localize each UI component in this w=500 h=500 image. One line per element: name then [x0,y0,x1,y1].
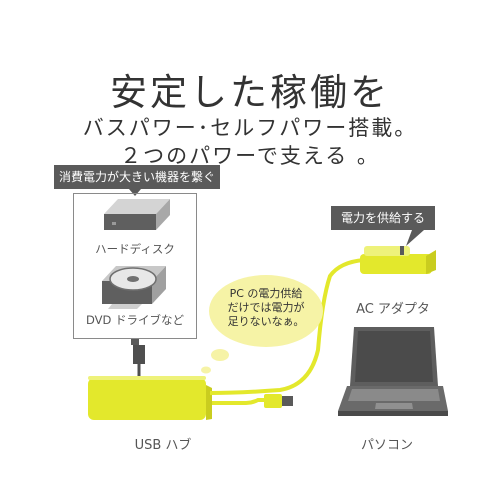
device-box [73,193,197,339]
thought-bubble-line-1: PC の電力供給 [229,287,303,300]
callout-devices-pointer [129,189,141,196]
thought-bubble-text: PC の電力供給 だけでは電力が 足りないなぁ。 [214,287,318,329]
device-cable [131,339,145,380]
usb-hub-icon [88,376,212,420]
headline: 安定した稼働を [110,71,390,114]
subheadline-line-1: バスパワー･セルフパワー搭載。 [82,116,418,140]
thought-bubble-line-3: 足りないなぁ。 [227,315,305,328]
laptop-icon [338,327,448,416]
usb-cable [212,398,276,405]
subheadline-line-2: ２つのパワーで支える 。 [120,144,380,168]
callout-devices: 消費電力が大きい機器を繋ぐ [54,165,220,189]
ac-adapter-label: AC アダプタ [356,302,430,317]
pc-label: パソコン [360,438,413,453]
callout-power: 電力を供給する [331,206,435,230]
thought-bubble-line-2: だけでは電力が [227,301,305,314]
ac-adapter-icon [360,246,436,274]
dvd-drive-label: DVD ドライブなど [85,313,185,327]
power-cable [209,258,365,395]
usb-plug-icon [264,394,293,408]
usb-hub-label: USB ハブ [134,438,192,453]
hard-disk-icon [104,199,170,230]
thought-bubble [201,275,323,374]
dvd-drive-icon [102,266,166,309]
callout-power-pointer [406,230,424,246]
hard-disk-label: ハードディスク [95,242,175,256]
